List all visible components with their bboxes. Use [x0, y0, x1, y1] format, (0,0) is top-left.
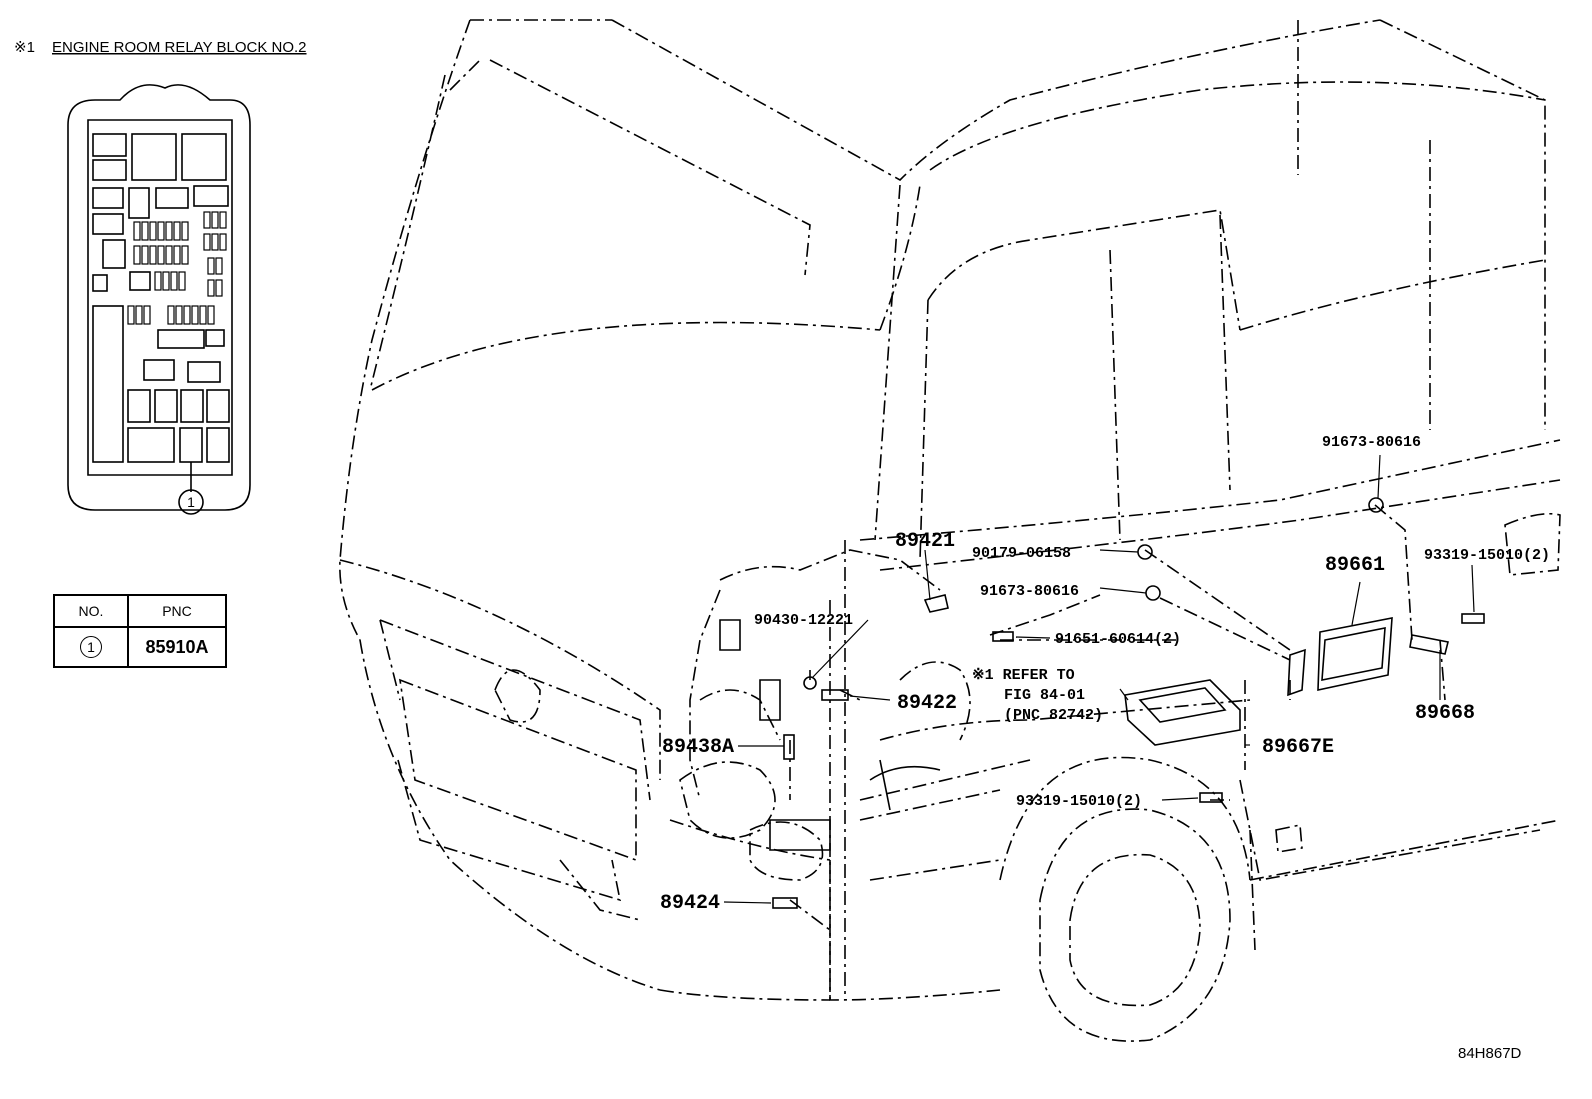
col-no-header: NO.	[53, 594, 129, 628]
label-89661[interactable]: 89661	[1325, 554, 1385, 577]
pnc-table: NO. PNC 1 85910A	[53, 594, 227, 668]
label-93319-15010-lower[interactable]: 93319-15010(2)	[1016, 793, 1142, 810]
bolt-93319-upper-shape	[1461, 613, 1485, 624]
nut-91673-shape	[1145, 585, 1161, 601]
bracket-89668-shape	[1409, 634, 1449, 655]
callout-1-label: 1	[187, 494, 195, 510]
bracket-89667e-shape	[1287, 648, 1306, 697]
label-90430-12221[interactable]: 90430-12221	[754, 612, 853, 629]
sensor-89421-shape	[923, 594, 949, 613]
header-title: ENGINE ROOM RELAY BLOCK NO.2	[52, 39, 307, 56]
label-93319-15010-upper[interactable]: 93319-15010(2)	[1424, 547, 1550, 564]
nut-91673-top-shape	[1368, 497, 1384, 513]
ref-line-2[interactable]: FIG 84-01	[1004, 687, 1085, 704]
label-89424[interactable]: 89424	[660, 892, 720, 915]
row-pnc-cell[interactable]: 85910A	[127, 626, 227, 668]
label-91673-80616-mid[interactable]: 91673-80616	[980, 583, 1079, 600]
row-no-circle: 1	[80, 636, 102, 658]
vehicle-outline	[339, 19, 1561, 1042]
bolt-93319-lower-shape	[1199, 792, 1223, 803]
gasket-90430-shape	[803, 676, 817, 690]
ref-line-1[interactable]: ※1 REFER TO	[972, 667, 1075, 684]
header-mark: ※1	[14, 39, 35, 56]
label-91651-60614[interactable]: 91651-60614(2)	[1055, 631, 1181, 648]
sensor-89422-shape	[821, 689, 849, 701]
table-row[interactable]: 1 85910A	[53, 626, 227, 668]
label-89667e[interactable]: 89667E	[1262, 736, 1334, 759]
label-89421[interactable]: 89421	[895, 530, 955, 553]
sensor-89424-shape	[772, 897, 798, 909]
relay-fuse-rows	[127, 211, 227, 325]
label-90179-06158[interactable]: 90179-06158	[972, 545, 1071, 562]
bolt-91651-shape	[992, 631, 1014, 642]
sensor-89438a-shape	[783, 734, 795, 760]
label-89422[interactable]: 89422	[897, 692, 957, 715]
row-no-cell: 1	[53, 626, 129, 668]
leader-lines	[723, 454, 1475, 904]
figure-code: 84H867D	[1458, 1045, 1522, 1062]
relay-block-ref-shape	[1124, 679, 1241, 746]
relay-block-drawing	[67, 84, 251, 515]
washer-90179-shape	[1137, 544, 1153, 560]
label-91673-80616-top[interactable]: 91673-80616	[1322, 434, 1421, 451]
label-89668[interactable]: 89668	[1415, 702, 1475, 725]
ecu-89661-shape	[1317, 617, 1393, 691]
label-89438a[interactable]: 89438A	[662, 736, 734, 759]
col-pnc-header: PNC	[127, 594, 227, 628]
ref-line-3[interactable]: (PNC 82742)	[1004, 707, 1103, 724]
callout-1-circle	[178, 489, 204, 515]
